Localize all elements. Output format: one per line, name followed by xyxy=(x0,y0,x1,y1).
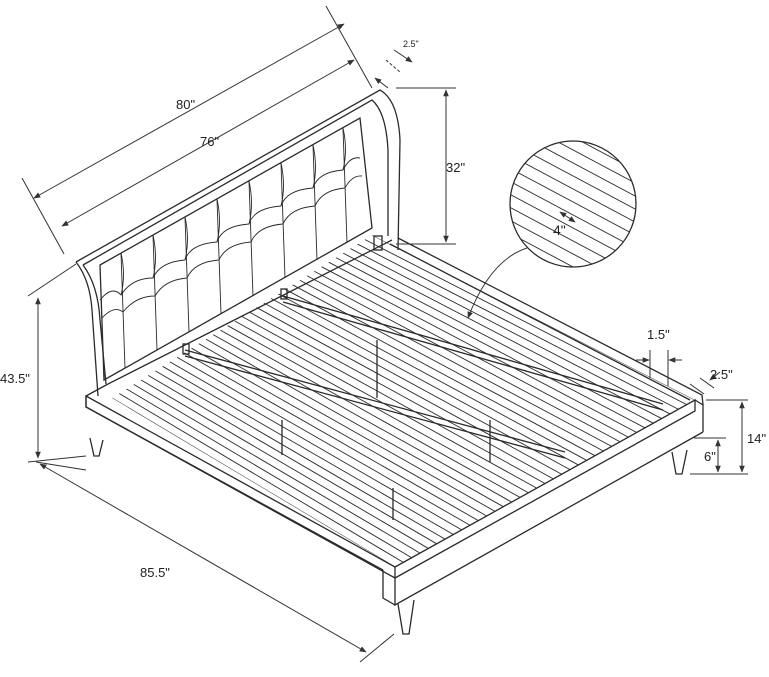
slat xyxy=(205,338,504,508)
slat xyxy=(256,307,562,475)
dim-total-height: 43.5" xyxy=(0,263,87,463)
slat xyxy=(176,356,471,526)
slat xyxy=(234,320,537,489)
dim-headboard-height: 32" xyxy=(396,87,465,245)
inset-slat xyxy=(510,149,636,231)
slat xyxy=(342,252,662,419)
svg-text:4": 4" xyxy=(553,222,566,238)
inset-slat xyxy=(500,46,650,126)
slat xyxy=(364,239,687,406)
dim-frame-height: 14" xyxy=(690,399,766,475)
headboard xyxy=(75,89,401,397)
slat xyxy=(227,325,529,494)
slat xyxy=(277,293,587,461)
slat xyxy=(212,334,512,503)
svg-text:2.5": 2.5" xyxy=(403,39,419,49)
svg-text:76": 76" xyxy=(200,134,219,149)
slat xyxy=(357,243,679,410)
svg-text:6": 6" xyxy=(704,449,716,464)
inset-slat xyxy=(510,227,636,267)
slat xyxy=(169,361,462,531)
slat xyxy=(285,288,596,457)
dim-clearance: 6" xyxy=(694,437,726,473)
svg-text:85.5": 85.5" xyxy=(140,565,170,580)
slat-detail-inset: 4" xyxy=(467,46,650,319)
slat xyxy=(299,279,612,447)
inset-slat xyxy=(510,201,636,267)
dim-frame-thickness: 2.5" xyxy=(689,367,733,395)
inset-slat xyxy=(500,59,650,139)
slat xyxy=(292,284,604,452)
slat xyxy=(147,374,437,545)
dim-headboard-thickness: 2.5" xyxy=(374,39,419,89)
slat xyxy=(263,302,571,470)
bed-slats xyxy=(112,235,695,567)
svg-text:1.5": 1.5" xyxy=(647,327,670,342)
slat xyxy=(335,257,654,424)
svg-text:80": 80" xyxy=(176,97,195,112)
bed-legs xyxy=(89,437,688,635)
slat xyxy=(249,311,554,480)
slat xyxy=(162,365,454,535)
svg-text:43.5": 43.5" xyxy=(0,371,30,386)
center-support xyxy=(182,235,664,520)
slat xyxy=(350,248,671,415)
slat xyxy=(191,347,487,517)
slat xyxy=(140,379,429,549)
slat xyxy=(198,343,496,512)
inset-slat xyxy=(510,214,636,267)
inset-slat xyxy=(510,141,636,205)
svg-text:2.5": 2.5" xyxy=(710,367,733,382)
dim-rail-thickness: 1.5" xyxy=(636,327,682,386)
svg-text:32": 32" xyxy=(446,160,465,175)
slat xyxy=(321,266,637,433)
slat xyxy=(118,393,404,563)
slat xyxy=(126,388,412,559)
dim-length: 85.5" xyxy=(35,461,395,663)
inset-slat xyxy=(510,141,636,153)
slat xyxy=(328,261,646,429)
slat xyxy=(306,275,621,443)
bed-frame xyxy=(85,237,704,607)
slat xyxy=(133,384,421,554)
slat xyxy=(220,329,521,498)
inset-slat xyxy=(510,162,636,244)
slat xyxy=(112,397,396,567)
slat xyxy=(183,352,479,522)
slat xyxy=(241,316,546,484)
svg-text:14": 14" xyxy=(747,431,766,446)
slat xyxy=(270,297,579,466)
slat xyxy=(155,370,446,540)
dim-headboard-width: 76" xyxy=(61,59,355,227)
slat xyxy=(314,270,629,438)
inset-slat xyxy=(510,141,636,192)
